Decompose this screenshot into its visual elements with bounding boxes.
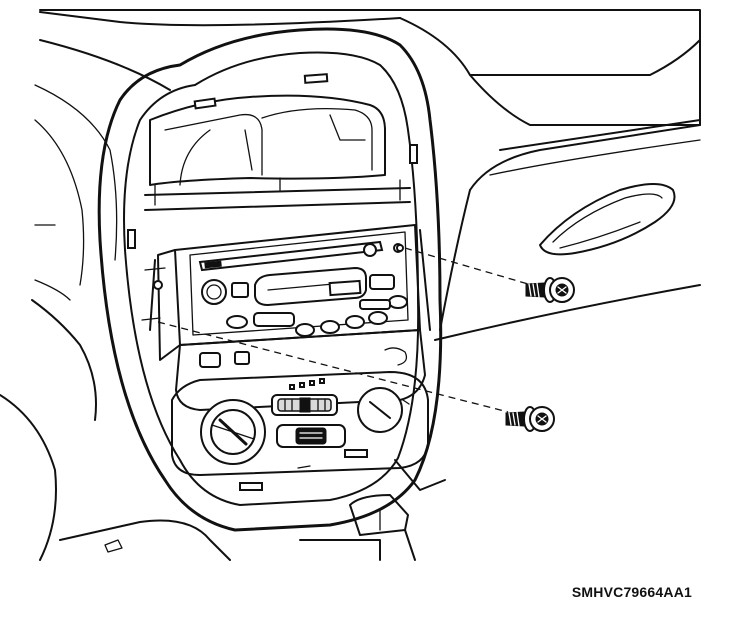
center-bezel bbox=[97, 27, 443, 532]
leader-lines bbox=[157, 247, 529, 413]
dashboard-outline bbox=[0, 9, 701, 561]
climate-control-panel bbox=[171, 329, 429, 476]
storage-pocket bbox=[144, 94, 411, 211]
radio-head-unit bbox=[141, 224, 431, 361]
screw-lower bbox=[505, 406, 555, 432]
bezel-clips bbox=[127, 73, 418, 491]
right-dash-panel bbox=[434, 29, 701, 341]
lower-console bbox=[299, 459, 446, 561]
screw-upper bbox=[525, 277, 575, 303]
preset-buttons bbox=[226, 295, 408, 337]
screw-icon bbox=[525, 277, 575, 303]
dash-handle bbox=[539, 183, 676, 256]
figure-code: SMHVC79664AA1 bbox=[571, 584, 692, 600]
screw-icon bbox=[505, 406, 555, 432]
